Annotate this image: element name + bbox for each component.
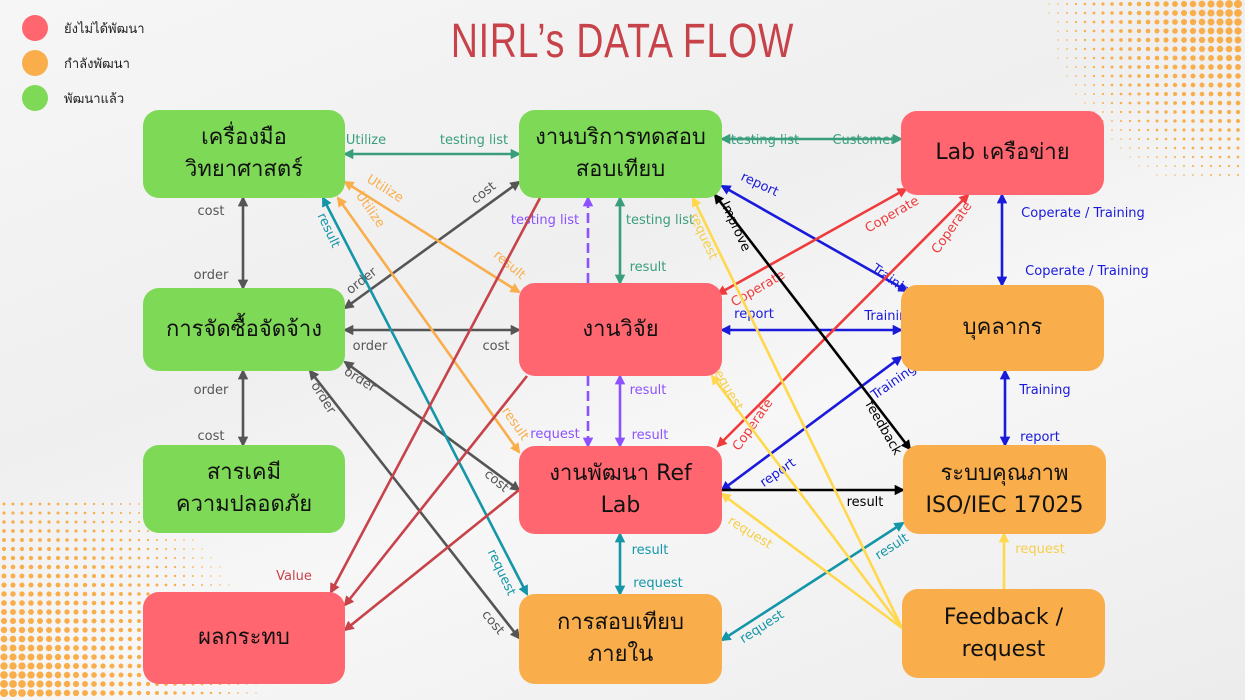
edge-sci-instruments-procurement: cost order bbox=[194, 195, 249, 291]
node-chemicals[interactable]: สารเคมี ความปลอดภัย bbox=[143, 445, 345, 533]
page-title: NIRL’s DATA FLOW bbox=[450, 15, 795, 68]
edge-procurement-ref-lab: order cost bbox=[341, 360, 521, 496]
edge-label: result bbox=[873, 531, 912, 564]
edge-label: Utilize bbox=[346, 133, 386, 148]
edge-label: testing list bbox=[511, 213, 579, 228]
edge-label: order bbox=[307, 379, 338, 417]
edge-research-ref-lab: request bbox=[530, 376, 594, 449]
edge-label: request bbox=[686, 211, 720, 262]
edge-label: result bbox=[847, 495, 884, 510]
arrow-line bbox=[329, 197, 542, 594]
edge-label: order bbox=[194, 383, 229, 398]
edge-label: cost bbox=[481, 467, 511, 496]
edge-label: report bbox=[757, 456, 798, 491]
edge-research-testing-service: testing list bbox=[511, 195, 594, 283]
edge-label: report bbox=[738, 170, 780, 200]
node-internal-calibration[interactable]: การสอบเทียบ ภายใน bbox=[519, 594, 722, 684]
node-impact[interactable]: ผลกระทบ bbox=[143, 592, 345, 684]
edge-label: report bbox=[734, 307, 774, 322]
node-ref-lab[interactable]: งานพัฒนา Ref Lab bbox=[519, 446, 722, 534]
edge-feedback-quality-system: request bbox=[998, 531, 1065, 589]
edge-label: Training bbox=[1018, 383, 1070, 398]
edge-label: cost bbox=[478, 608, 507, 638]
edge-label: request bbox=[484, 547, 518, 598]
node-lab-network[interactable]: Lab เครือข่าย bbox=[901, 111, 1104, 195]
edge-label: Coperate / Training bbox=[1025, 264, 1149, 279]
edge-label: cost bbox=[198, 429, 225, 444]
edge-label: Improve bbox=[717, 199, 753, 254]
edge-research-impact bbox=[343, 375, 529, 607]
edge-ref-lab-impact bbox=[343, 488, 520, 632]
arrow-line bbox=[720, 521, 905, 642]
legend-label: ยังไม่ได้พัฒนา bbox=[64, 21, 145, 37]
edge-label: request bbox=[530, 427, 579, 442]
edge-sci-instruments-testing-service: Utilize testing list bbox=[342, 133, 522, 160]
edge-label: cost bbox=[198, 204, 225, 219]
decorative-dots-top-right bbox=[1048, 0, 1243, 177]
arrow-line bbox=[343, 488, 520, 632]
legend-item-not-developed: ยังไม่ได้พัฒนา bbox=[22, 15, 145, 41]
node-personnel[interactable]: บุคลากร bbox=[901, 285, 1104, 371]
edge-label: testing list bbox=[731, 133, 799, 148]
node-research[interactable]: งานวิจัย bbox=[519, 283, 722, 376]
edge-label: result bbox=[632, 428, 669, 443]
arrow-line bbox=[321, 196, 529, 596]
edge-feedback-ref-lab: request bbox=[720, 492, 903, 630]
edge-label: Coperate bbox=[863, 194, 922, 237]
edge-procurement-chemicals: order cost bbox=[194, 368, 249, 448]
arrow-line bbox=[691, 196, 904, 629]
edge-label: Coperate / Training bbox=[1021, 206, 1145, 221]
edge-label: testing list bbox=[626, 213, 694, 228]
edge-label: order bbox=[194, 268, 229, 283]
node-feedback-request[interactable]: Feedback / request bbox=[902, 589, 1105, 678]
edge-label: Customer bbox=[832, 133, 896, 148]
edge-label: request bbox=[633, 576, 682, 591]
edge-label: cost bbox=[483, 339, 510, 354]
status-dot-icon bbox=[22, 50, 48, 76]
status-dot-icon bbox=[22, 15, 48, 41]
decorative-dots-bottom-left bbox=[0, 502, 257, 698]
edge-label: result bbox=[632, 543, 669, 558]
edge-testing-service-research: testing list result bbox=[614, 195, 694, 286]
edge-label: order bbox=[341, 364, 379, 395]
edge-label: feedback bbox=[862, 399, 905, 459]
legend-item-developed: พัฒนาแล้ว bbox=[22, 85, 124, 111]
edge-label: report bbox=[1020, 430, 1060, 445]
node-testing-service[interactable]: งานบริการทดสอบ สอบเทียบ bbox=[519, 110, 722, 198]
edge-testing-service-impact: Value bbox=[276, 197, 542, 594]
edge-testing-service-lab-network: testing list Customer bbox=[719, 133, 904, 148]
node-sci-instruments[interactable]: เครื่องมือ วิทยาศาสตร์ bbox=[143, 110, 345, 198]
status-dot-icon bbox=[22, 85, 48, 111]
arrow-line bbox=[343, 375, 529, 607]
node-quality-system[interactable]: ระบบคุณภาพ ISO/IEC 17025 bbox=[903, 445, 1106, 534]
edge-research-ref-lab-2: result result bbox=[614, 373, 669, 449]
edge-personnel-quality-system: Training report bbox=[999, 368, 1071, 448]
edge-label: result bbox=[630, 383, 667, 398]
edge-label: Value bbox=[276, 569, 312, 584]
arrow-line bbox=[713, 193, 912, 451]
edge-label: order bbox=[353, 339, 388, 354]
legend-label: กำลังพัฒนา bbox=[64, 56, 130, 72]
edge-label: order bbox=[344, 264, 381, 298]
edge-label: request bbox=[1015, 542, 1064, 557]
edge-procurement-research: order cost bbox=[342, 324, 522, 354]
legend-item-developing: กำลังพัฒนา bbox=[22, 50, 130, 76]
edge-label: result bbox=[630, 260, 667, 275]
edge-label: testing list bbox=[440, 133, 508, 148]
arrow-line bbox=[710, 374, 904, 629]
legend-label: พัฒนาแล้ว bbox=[64, 91, 125, 107]
edge-label: cost bbox=[469, 179, 499, 207]
edge-label: result bbox=[498, 405, 531, 444]
node-procurement[interactable]: การจัดซื้อจัดจ้าง bbox=[143, 288, 345, 371]
edge-label: request bbox=[725, 514, 775, 553]
edge-ref-lab-internal-calib: result request bbox=[614, 531, 683, 597]
arrow-line bbox=[720, 492, 903, 630]
edge-ref-lab-quality-system: result bbox=[722, 484, 906, 510]
